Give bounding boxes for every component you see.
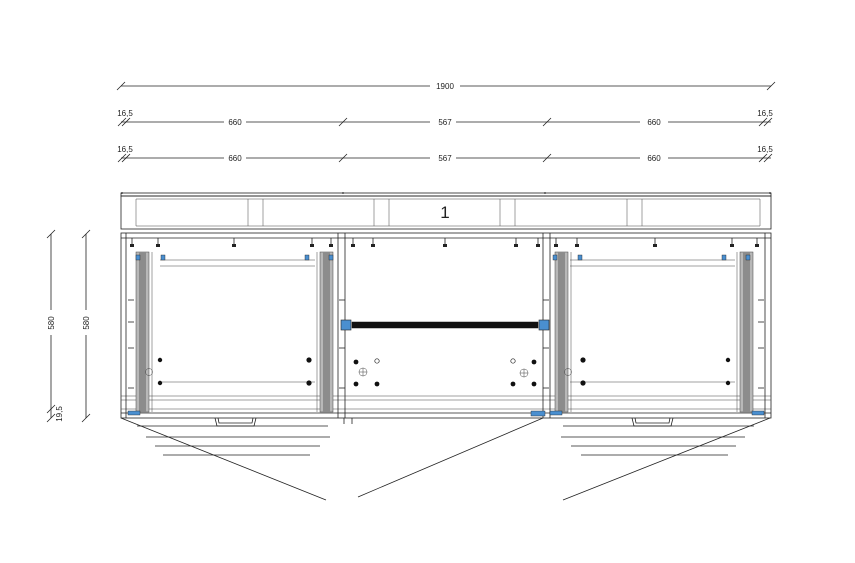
dim-row1-middle: 567	[438, 118, 452, 127]
dim-row2-right: 660	[647, 154, 661, 163]
dim-row1-left: 660	[228, 118, 242, 127]
module-number: 1	[440, 203, 449, 222]
dim-row1-right-edge: 16,5	[757, 109, 773, 118]
cabinet-top-frame: 1	[120, 192, 772, 230]
overall-width-label: 1900	[436, 82, 454, 91]
dim-row2-left-edge: 16,5	[117, 145, 133, 154]
drawer-runners	[135, 251, 754, 413]
inner-height-label: 580	[82, 316, 91, 330]
outer-height-label: 580	[47, 316, 56, 330]
dim-row1-left-edge: 16,5	[117, 109, 133, 118]
overall-width-dimension: 1900	[116, 81, 776, 91]
cabinet-body	[120, 232, 772, 419]
fittings	[127, 238, 765, 417]
dimension-row-1: 16,5 660 567 660 16,5	[117, 109, 773, 127]
height-dimensions: 580 580 19,5	[46, 229, 91, 423]
dim-row2-right-edge: 16,5	[757, 145, 773, 154]
door-swing-lines	[120, 417, 771, 501]
door-handles	[214, 417, 674, 427]
dim-row2-middle: 567	[438, 154, 452, 163]
plinth-height-label: 19,5	[55, 406, 64, 422]
dim-row2-left: 660	[228, 154, 242, 163]
hanging-rod	[340, 319, 550, 331]
dimension-row-2: 16,5 660 567 660 16,5	[117, 145, 773, 163]
dim-row1-right: 660	[647, 118, 661, 127]
